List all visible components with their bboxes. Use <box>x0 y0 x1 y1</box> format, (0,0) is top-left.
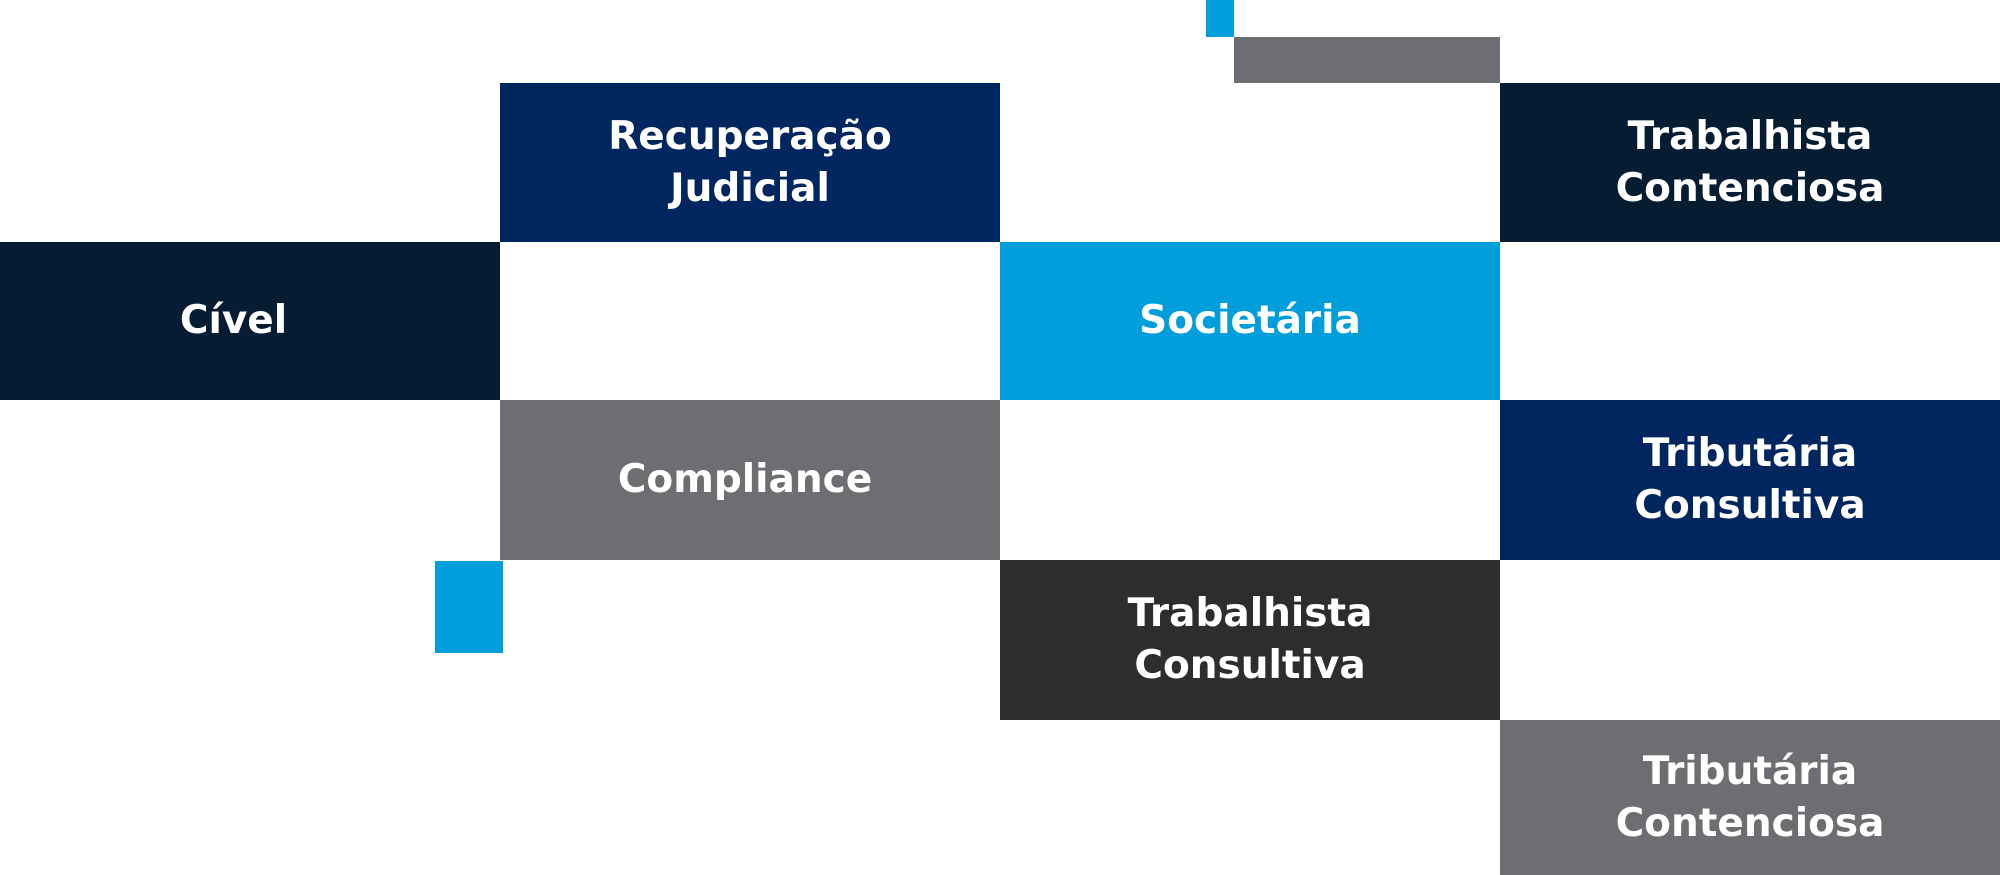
tile-compliance: Compliance <box>500 400 1000 560</box>
tile-label-line: Compliance <box>617 457 873 502</box>
tile-trabalhista-contenciosa: Trabalhista Contenciosa <box>1500 83 2000 242</box>
tile-label-line: Societária <box>1139 298 1361 343</box>
tile-label-line: Tributária <box>1642 431 1858 476</box>
tile-label-line: Judicial <box>670 165 830 211</box>
tile-civel: Cível <box>0 242 500 400</box>
tile-label-line: Consultiva <box>1134 643 1366 688</box>
tile-tributaria-consultiva: Tributária Consultiva <box>1500 400 2000 560</box>
tile-tributaria-contenciosa: Tributária Contenciosa <box>1500 720 2000 875</box>
accent-bar-top <box>1234 37 1500 83</box>
tile-trabalhista-consultiva: Trabalhista Consultiva <box>1000 560 1500 720</box>
tile-label-line: Contenciosa <box>1615 800 1885 846</box>
tile-societaria: Societária <box>1000 242 1500 400</box>
tile-recuperacao-judicial: Recuperação Judicial <box>500 83 1000 242</box>
tile-label-line: Recuperação <box>608 113 892 159</box>
tile-label-line: Contenciosa <box>1615 165 1885 211</box>
accent-square-left <box>435 561 503 653</box>
tile-label-line: Trabalhista <box>1627 113 1873 159</box>
tile-label-line: Cível <box>179 298 288 343</box>
tile-label-line: Tributária <box>1642 748 1858 794</box>
accent-square-top <box>1206 0 1234 37</box>
tile-label-line: Consultiva <box>1634 483 1866 528</box>
tile-label-line: Trabalhista <box>1127 591 1373 636</box>
